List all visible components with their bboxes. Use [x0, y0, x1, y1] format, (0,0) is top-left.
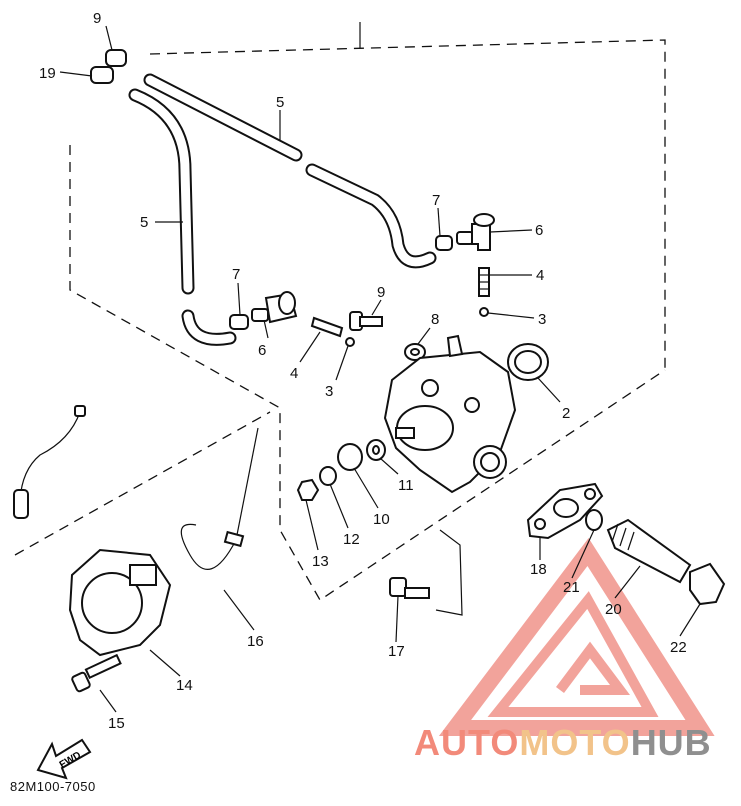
watermark-auto: AUTO	[414, 722, 520, 763]
elbow-6-right	[456, 213, 495, 251]
callout-22: 22	[670, 639, 687, 656]
cover-14	[68, 548, 172, 657]
assembly-boundary	[14, 22, 666, 601]
watermark-logo-icon	[438, 537, 715, 736]
callout-3-left: 3	[325, 383, 333, 400]
watermark-moto: MOTO	[519, 722, 631, 763]
leader-lines	[59, 25, 701, 713]
callout-19: 19	[39, 65, 56, 82]
callout-17: 17	[388, 643, 405, 660]
ball-3-right	[479, 307, 489, 317]
callout-15: 15	[108, 715, 125, 732]
callout-4-right: 4	[536, 267, 544, 284]
callout-5-left: 5	[140, 214, 148, 231]
callout-7-right: 7	[432, 192, 440, 209]
callout-14: 14	[176, 677, 193, 694]
callout-7-left: 7	[232, 266, 240, 283]
gasket-18	[526, 482, 604, 540]
cable-16	[180, 427, 259, 570]
callout-12: 12	[343, 531, 360, 548]
sensor-lead	[13, 405, 86, 519]
watermark-hub: HUB	[630, 722, 712, 763]
fwd-arrow-icon: FWD	[36, 738, 92, 780]
washer-21	[585, 509, 603, 531]
washer-11	[366, 439, 386, 461]
callout-21: 21	[563, 579, 580, 596]
watermark-text: AUTOMOTOHUB	[414, 722, 712, 764]
drawing-code: 82M100-7050	[10, 779, 96, 794]
oil-pump-body	[383, 334, 517, 494]
bolt-17	[389, 529, 463, 616]
callout-10: 10	[373, 511, 390, 528]
callout-6-right: 6	[535, 222, 543, 239]
callout-2: 2	[562, 405, 570, 422]
clamp-9-top	[105, 49, 127, 67]
clip-7-right	[435, 235, 453, 251]
callout-9-mid: 9	[377, 284, 385, 301]
callout-11: 11	[398, 477, 414, 494]
spring-4-right	[478, 267, 490, 297]
callout-16: 16	[247, 633, 264, 650]
callout-labels: 9 19 5 5 7 6 4 3 7 9 8 6 4 3 2 11 10 12 …	[39, 10, 687, 732]
nut-13	[296, 478, 320, 501]
oil-seal-2	[507, 343, 549, 381]
callout-6-left: 6	[258, 342, 266, 359]
bolt-9	[349, 311, 383, 331]
nut-12	[319, 466, 337, 486]
callout-18: 18	[530, 561, 547, 578]
callout-8: 8	[431, 311, 439, 328]
clip-7-left	[229, 314, 249, 330]
elbow-6-left	[251, 291, 298, 324]
hose-5-left	[128, 88, 237, 346]
callout-9-top: 9	[93, 10, 101, 27]
callout-20: 20	[605, 601, 622, 618]
ball-3-left	[345, 337, 355, 347]
spring-4-left	[310, 316, 344, 338]
callout-3-right: 3	[538, 311, 546, 328]
callout-13: 13	[312, 553, 329, 570]
callout-5-upper: 5	[276, 94, 284, 111]
cap-22	[689, 562, 726, 606]
hose-5-upper	[143, 73, 437, 269]
clamp-19	[90, 66, 114, 84]
washer-8	[404, 343, 426, 361]
shaft-20	[606, 518, 692, 584]
callout-4-left: 4	[290, 365, 298, 382]
bolt-15	[71, 653, 122, 693]
plate-10	[337, 443, 363, 471]
